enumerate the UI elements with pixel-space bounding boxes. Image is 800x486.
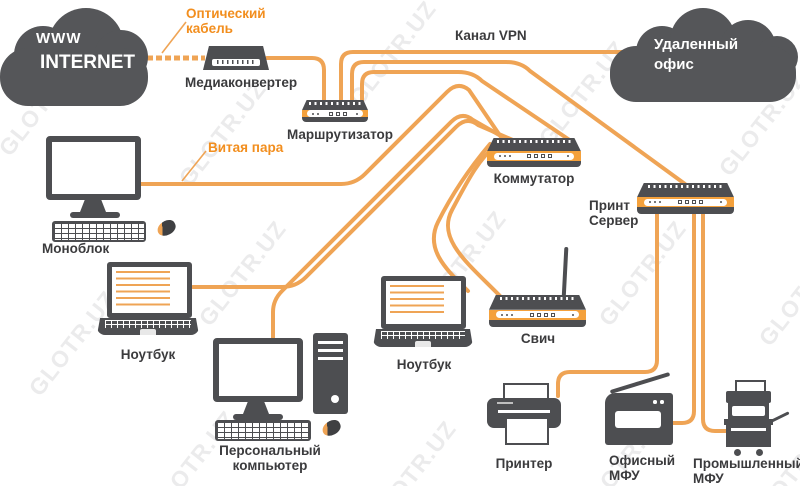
print-server-device — [637, 183, 734, 214]
industrial-mfu-label: Промышленный МФУ — [693, 456, 800, 486]
printer-device — [487, 383, 561, 445]
pc-keyboard — [215, 420, 311, 441]
vpn-channel-label: Канал VPN — [455, 28, 527, 43]
laptop-center-screen-text — [390, 285, 444, 318]
switch-label: Коммутатор — [493, 171, 575, 186]
wifi-switch-label: Свич — [520, 331, 556, 346]
cable-print-server-to-office-mfu — [670, 211, 696, 425]
print-server-label: Принт Сервер — [589, 198, 639, 229]
pc-monitor — [213, 338, 303, 402]
internet-cloud-text-internet: INTERNET — [40, 52, 135, 73]
industrial-mfu-device — [722, 378, 792, 458]
monoblock-keyboard — [52, 221, 146, 242]
laptop-left-label: Ноутбук — [120, 347, 176, 362]
cable-vpn-router-to-remote-office — [339, 50, 647, 106]
media-converter-ports — [211, 59, 261, 66]
laptop-center-base — [373, 329, 473, 347]
pc-stand — [243, 402, 269, 414]
cable-mediaconverter-to-router — [265, 56, 326, 106]
office-mfu-label: Офисный МФУ — [609, 453, 676, 484]
pc-label: Персональный компьютер — [219, 443, 321, 474]
twisted-pair-label: Витая пара — [208, 140, 284, 155]
internet-cloud-text-www: WWW — [36, 30, 82, 47]
internet-cloud: WWW INTERNET — [0, 8, 150, 106]
monoblock-stand — [80, 200, 106, 212]
switch-device — [487, 138, 581, 167]
laptop-left-screen — [107, 262, 192, 318]
laptop-center-screen — [381, 276, 466, 329]
cable-switch-to-laptop-center — [431, 142, 492, 293]
remote-office-text-line2: офис — [654, 56, 694, 73]
cable-pc-to-switch — [271, 114, 510, 342]
cable-router-to-switch — [360, 70, 576, 145]
cable-print-server-to-printer — [556, 211, 659, 398]
office-mfu-device — [605, 365, 675, 449]
remote-office-cloud: Удаленный офис — [610, 8, 798, 104]
cable-switch-to-wifi-switch — [445, 142, 503, 299]
monoblock-monitor — [46, 136, 141, 200]
scanner-lid — [609, 372, 671, 394]
laptop-left-screen-text — [116, 271, 170, 306]
laptop-center-label: Ноутбук — [396, 357, 452, 372]
optical-label-pointer — [161, 21, 187, 54]
media-converter-device — [203, 46, 269, 70]
pc-stand-base — [233, 414, 283, 420]
remote-office-text-line1: Удаленный — [654, 36, 739, 53]
router-device — [302, 100, 368, 122]
monoblock-stand-base — [70, 212, 120, 218]
wifi-switch-device — [489, 246, 586, 327]
printer-label: Принтер — [495, 456, 553, 471]
cable-monoblock-to-switch — [139, 84, 505, 186]
laptop-left-base — [97, 318, 199, 335]
twisted-pair-label-pointer — [181, 150, 207, 182]
media-converter-label: Медиаконвертер — [185, 75, 298, 90]
optical-cable-label: Оптический кабель — [186, 6, 266, 37]
pc-tower — [313, 333, 348, 414]
cable-print-server-to-industrial-mfu — [701, 211, 728, 433]
cable-router-to-print-server — [350, 60, 687, 186]
router-label: Маршрутизатор — [286, 127, 394, 142]
monoblock-label: Моноблок — [42, 241, 110, 256]
